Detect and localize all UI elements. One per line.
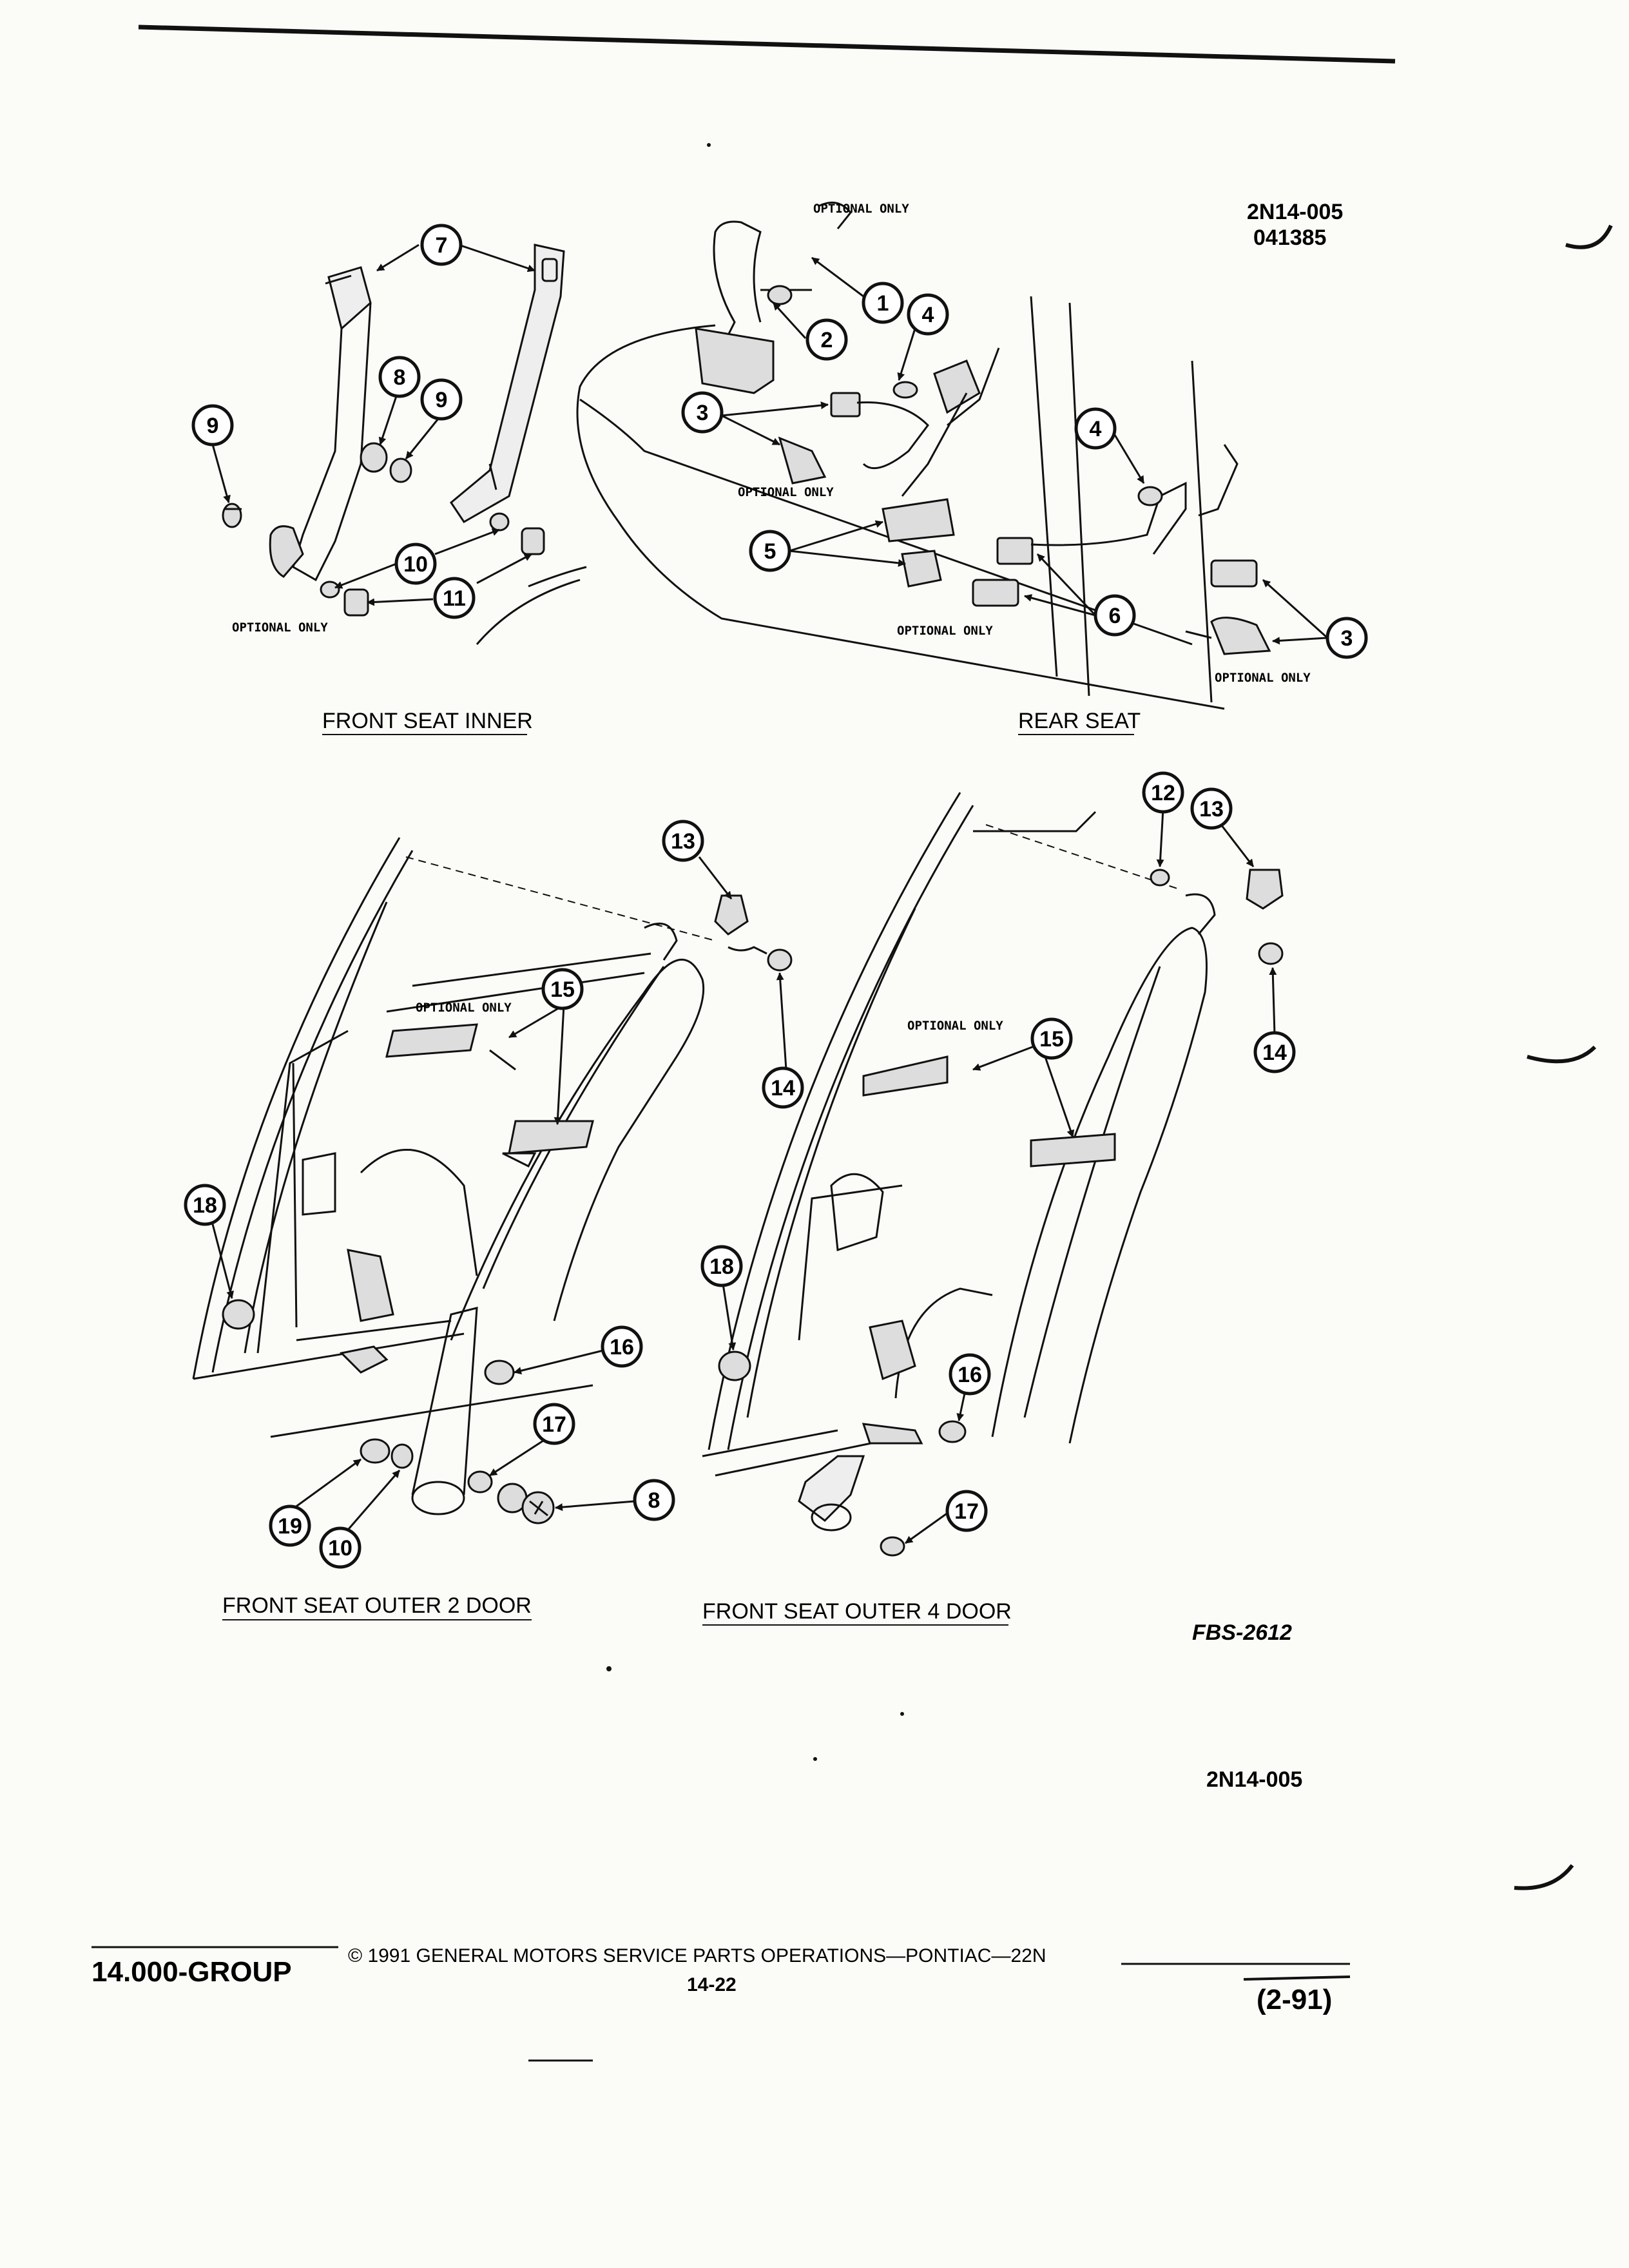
svg-text:2: 2 bbox=[821, 328, 833, 352]
svg-text:18: 18 bbox=[709, 1254, 734, 1279]
caption-front-seat-inner: FRONT SEAT INNER bbox=[322, 709, 533, 733]
svg-text:9: 9 bbox=[207, 414, 219, 438]
svg-text:10: 10 bbox=[328, 1536, 352, 1561]
callout-18-a: 18 bbox=[184, 1184, 226, 1226]
rear-seat-arrows bbox=[721, 256, 1329, 645]
svg-text:11: 11 bbox=[443, 586, 466, 611]
callout-10-b: 10 bbox=[319, 1526, 361, 1569]
footer-revision: (2-91) bbox=[1257, 1984, 1332, 2015]
optional-only-label: OPTIONAL ONLY bbox=[897, 624, 993, 638]
edge-marks bbox=[1514, 224, 1613, 1890]
svg-text:4: 4 bbox=[1090, 417, 1102, 441]
optional-only-label: OPTIONAL ONLY bbox=[232, 620, 328, 635]
svg-text:14: 14 bbox=[771, 1076, 795, 1100]
svg-text:10: 10 bbox=[403, 552, 428, 577]
front-seat-outer-4door-arrows bbox=[720, 808, 1277, 1544]
optional-only-label: OPTIONAL ONLY bbox=[907, 1019, 1003, 1033]
svg-text:4: 4 bbox=[922, 303, 934, 327]
callout-7-a: 7 bbox=[420, 224, 463, 266]
svg-text:15: 15 bbox=[1039, 1027, 1064, 1052]
svg-text:15: 15 bbox=[550, 977, 575, 1002]
drawing-code: 2N14-005 bbox=[1247, 200, 1343, 224]
svg-text:9: 9 bbox=[436, 388, 448, 412]
caption-front-seat-outer-2door: FRONT SEAT OUTER 2 DOOR bbox=[222, 1593, 532, 1618]
svg-text:5: 5 bbox=[764, 539, 776, 564]
callout-9-a: 9 bbox=[191, 404, 234, 447]
callout-15-b: 15 bbox=[1030, 1017, 1073, 1060]
callout-3-a: 3 bbox=[681, 391, 724, 434]
svg-text:8: 8 bbox=[648, 1488, 660, 1513]
footer-rule-right-2 bbox=[1243, 1975, 1351, 1981]
svg-text:18: 18 bbox=[193, 1193, 217, 1218]
callout-4-b: 4 bbox=[1074, 407, 1117, 450]
optional-only-label: OPTIONAL ONLY bbox=[1215, 671, 1311, 685]
svg-text:14: 14 bbox=[1262, 1041, 1287, 1065]
callout-14-a: 14 bbox=[762, 1066, 804, 1109]
callout-13-b: 13 bbox=[1190, 787, 1233, 830]
callout-6: 6 bbox=[1094, 594, 1136, 637]
callout-19: 19 bbox=[269, 1504, 311, 1547]
front-seat-inner-arrows bbox=[211, 244, 535, 606]
callout-4-a: 4 bbox=[907, 293, 949, 336]
svg-text:12: 12 bbox=[1151, 781, 1175, 805]
callout-9-b: 9 bbox=[420, 378, 463, 421]
callout-15-a: 15 bbox=[541, 968, 584, 1010]
front-seat-outer-2door-drawing bbox=[192, 837, 793, 1524]
callout-13-a: 13 bbox=[662, 820, 704, 862]
callout-16-b: 16 bbox=[949, 1353, 991, 1396]
svg-text:1: 1 bbox=[877, 291, 889, 316]
svg-text:8: 8 bbox=[394, 365, 406, 390]
svg-text:16: 16 bbox=[610, 1335, 634, 1360]
optional-only-label: OPTIONAL ONLY bbox=[416, 1001, 512, 1015]
figure-code: FBS-2612 bbox=[1192, 1620, 1292, 1645]
front-seat-outer-4door-drawing bbox=[702, 792, 1284, 1557]
scan-specks bbox=[606, 143, 904, 1761]
callout-2: 2 bbox=[805, 318, 848, 361]
caption-rear-seat: REAR SEAT bbox=[1018, 709, 1141, 733]
svg-text:7: 7 bbox=[436, 233, 448, 258]
svg-text:16: 16 bbox=[958, 1363, 982, 1387]
top-rule bbox=[138, 24, 1396, 64]
svg-text:6: 6 bbox=[1109, 604, 1121, 628]
optional-only-label: OPTIONAL ONLY bbox=[738, 485, 834, 499]
svg-text:17: 17 bbox=[954, 1499, 979, 1524]
svg-text:19: 19 bbox=[278, 1514, 302, 1539]
callout-12: 12 bbox=[1142, 771, 1184, 814]
callout-5: 5 bbox=[749, 530, 791, 572]
footer-page-number: 14-22 bbox=[687, 1974, 737, 1995]
front-seat-outer-2door-arrows bbox=[211, 856, 787, 1534]
callout-8-a: 8 bbox=[378, 356, 421, 398]
footer-copyright: © 1991 GENERAL MOTORS SERVICE PARTS OPER… bbox=[348, 1945, 1046, 1966]
rear-seat-drawing bbox=[576, 201, 1271, 710]
footer-group: 14.000-GROUP bbox=[92, 1956, 292, 1988]
date-code: 041385 bbox=[1253, 226, 1326, 250]
callout-3-b: 3 bbox=[1325, 617, 1368, 659]
callout-18-b: 18 bbox=[700, 1245, 743, 1287]
svg-text:13: 13 bbox=[1199, 797, 1224, 822]
svg-text:13: 13 bbox=[671, 829, 695, 854]
callout-17-a: 17 bbox=[533, 1403, 575, 1445]
optional-only-label: OPTIONAL ONLY bbox=[813, 202, 909, 216]
svg-text:3: 3 bbox=[697, 401, 709, 425]
front-seat-inner-drawing bbox=[222, 244, 587, 645]
callout-1: 1 bbox=[862, 282, 904, 324]
svg-text:3: 3 bbox=[1341, 626, 1353, 651]
callout-10-a: 10 bbox=[394, 543, 437, 585]
callout-14-b: 14 bbox=[1253, 1031, 1296, 1073]
callout-17-b: 17 bbox=[945, 1490, 988, 1532]
caption-front-seat-outer-4door: FRONT SEAT OUTER 4 DOOR bbox=[702, 1599, 1012, 1624]
callout-11: 11 bbox=[433, 577, 476, 619]
svg-text:17: 17 bbox=[542, 1412, 566, 1437]
callout-8-b: 8 bbox=[633, 1479, 675, 1521]
page-code: 2N14-005 bbox=[1206, 1767, 1302, 1792]
callout-16-a: 16 bbox=[601, 1325, 643, 1368]
